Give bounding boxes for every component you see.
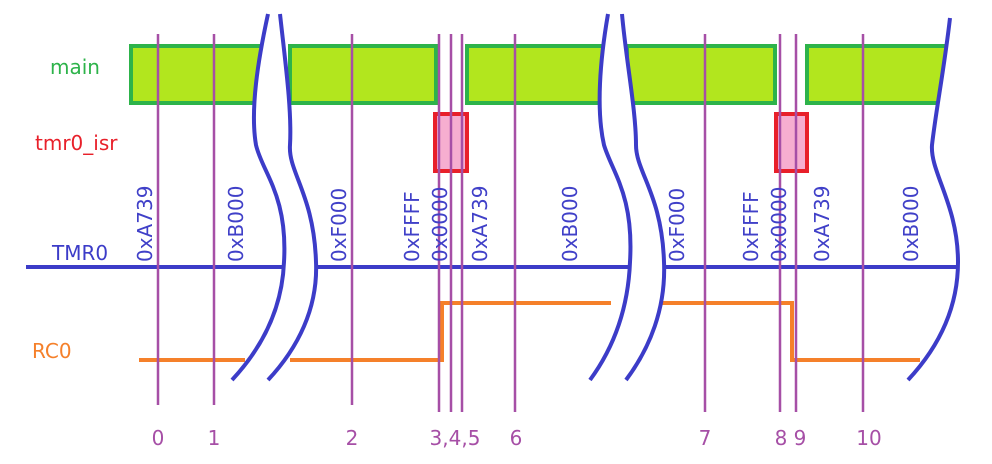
timer-value: 0xF000 — [665, 188, 689, 262]
signal-label-rc0: RC0 — [32, 339, 72, 363]
marker-label: 1 — [208, 426, 221, 450]
timer-value: 0xB000 — [224, 186, 248, 262]
marker-label: 6 — [510, 426, 523, 450]
timer-value: 0xF000 — [327, 188, 351, 262]
time-break — [230, 13, 319, 382]
main-bar — [625, 44, 777, 105]
marker-label: 7 — [699, 426, 712, 450]
marker-label: 10 — [856, 426, 881, 450]
timer-values: 0xA739 0xB000 0xF000 0xFFFF 0x0000 0xA73… — [133, 186, 923, 262]
time-break — [588, 13, 667, 382]
time-break — [906, 17, 992, 382]
rc0-waveform — [139, 301, 920, 362]
main-bar — [805, 44, 959, 105]
marker-label: 2 — [346, 426, 359, 450]
timer-value: 0xA739 — [468, 186, 492, 262]
marker-label: 9 — [794, 426, 807, 450]
timer-value: 0xFFFF — [400, 191, 424, 262]
timer-value: 0x0000 — [428, 187, 452, 262]
marker-label: 3,4,5 — [430, 426, 481, 450]
signal-label-tmr0: TMR0 — [51, 241, 108, 265]
signal-label-main: main — [50, 55, 100, 79]
timer-value: 0x0000 — [767, 187, 791, 262]
signal-label-tmr0-isr: tmr0_isr — [35, 131, 118, 155]
timer-value: 0xB000 — [558, 186, 582, 262]
timer-value: 0xB000 — [899, 186, 923, 262]
time-marker-labels: 0 1 2 3,4,5 6 7 8 9 10 — [152, 426, 882, 450]
main-bars — [129, 44, 959, 105]
time-marker-lines — [156, 34, 865, 412]
timer-value: 0xFFFF — [739, 191, 763, 262]
timer-value: 0xA739 — [810, 186, 834, 262]
marker-label: 8 — [775, 426, 788, 450]
marker-label: 0 — [152, 426, 165, 450]
main-bar — [465, 44, 619, 105]
timer-value: 0xA739 — [133, 186, 157, 262]
main-bar — [288, 44, 438, 105]
